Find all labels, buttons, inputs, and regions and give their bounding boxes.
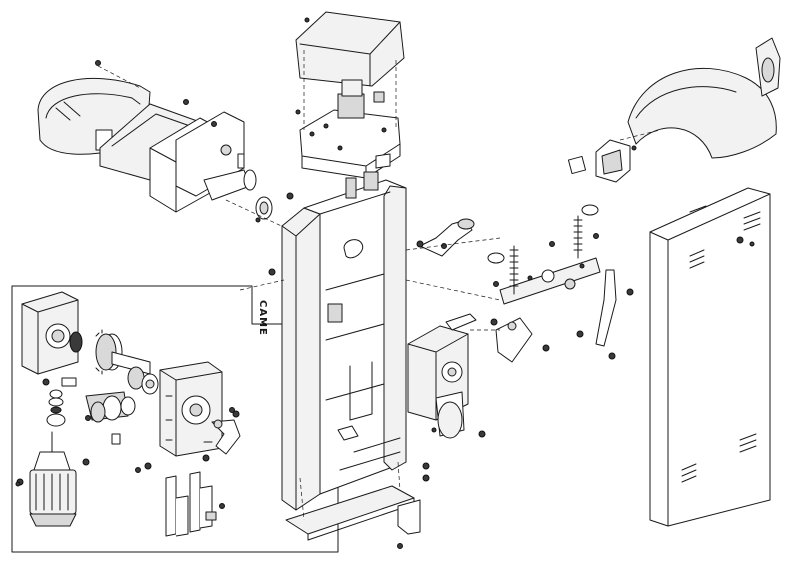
spring-anchor-plate — [499, 257, 601, 305]
barrier-cabinet — [281, 171, 415, 549]
gear-cover-plate — [159, 361, 223, 457]
electric-motor — [16, 431, 90, 527]
brand-label: CAME — [257, 268, 276, 336]
gearmotor-unit — [407, 325, 486, 439]
release-lever — [211, 410, 241, 455]
cabinet-door — [649, 187, 771, 527]
release-handle — [416, 218, 475, 257]
cable-bracket — [397, 462, 430, 535]
motor-assembly-inset — [11, 285, 339, 553]
gearbox-housing — [21, 291, 79, 386]
arm-end-cap — [567, 139, 637, 183]
assembly-guides — [239, 50, 661, 331]
gear-train — [85, 391, 136, 445]
brand-text: CAME — [257, 300, 268, 336]
screw — [229, 407, 235, 413]
connecting-rod — [576, 269, 634, 360]
bearing-parts — [46, 377, 77, 427]
screw — [85, 415, 91, 421]
limit-switch-brackets — [135, 454, 225, 537]
crank-bracket — [445, 313, 550, 363]
output-shaft — [203, 153, 291, 231]
worm-gear — [69, 329, 159, 395]
screw — [15, 481, 21, 487]
balancing-spring — [487, 204, 599, 295]
control-box-cover — [295, 11, 405, 87]
arm-cover — [627, 37, 781, 159]
control-board — [286, 79, 401, 200]
